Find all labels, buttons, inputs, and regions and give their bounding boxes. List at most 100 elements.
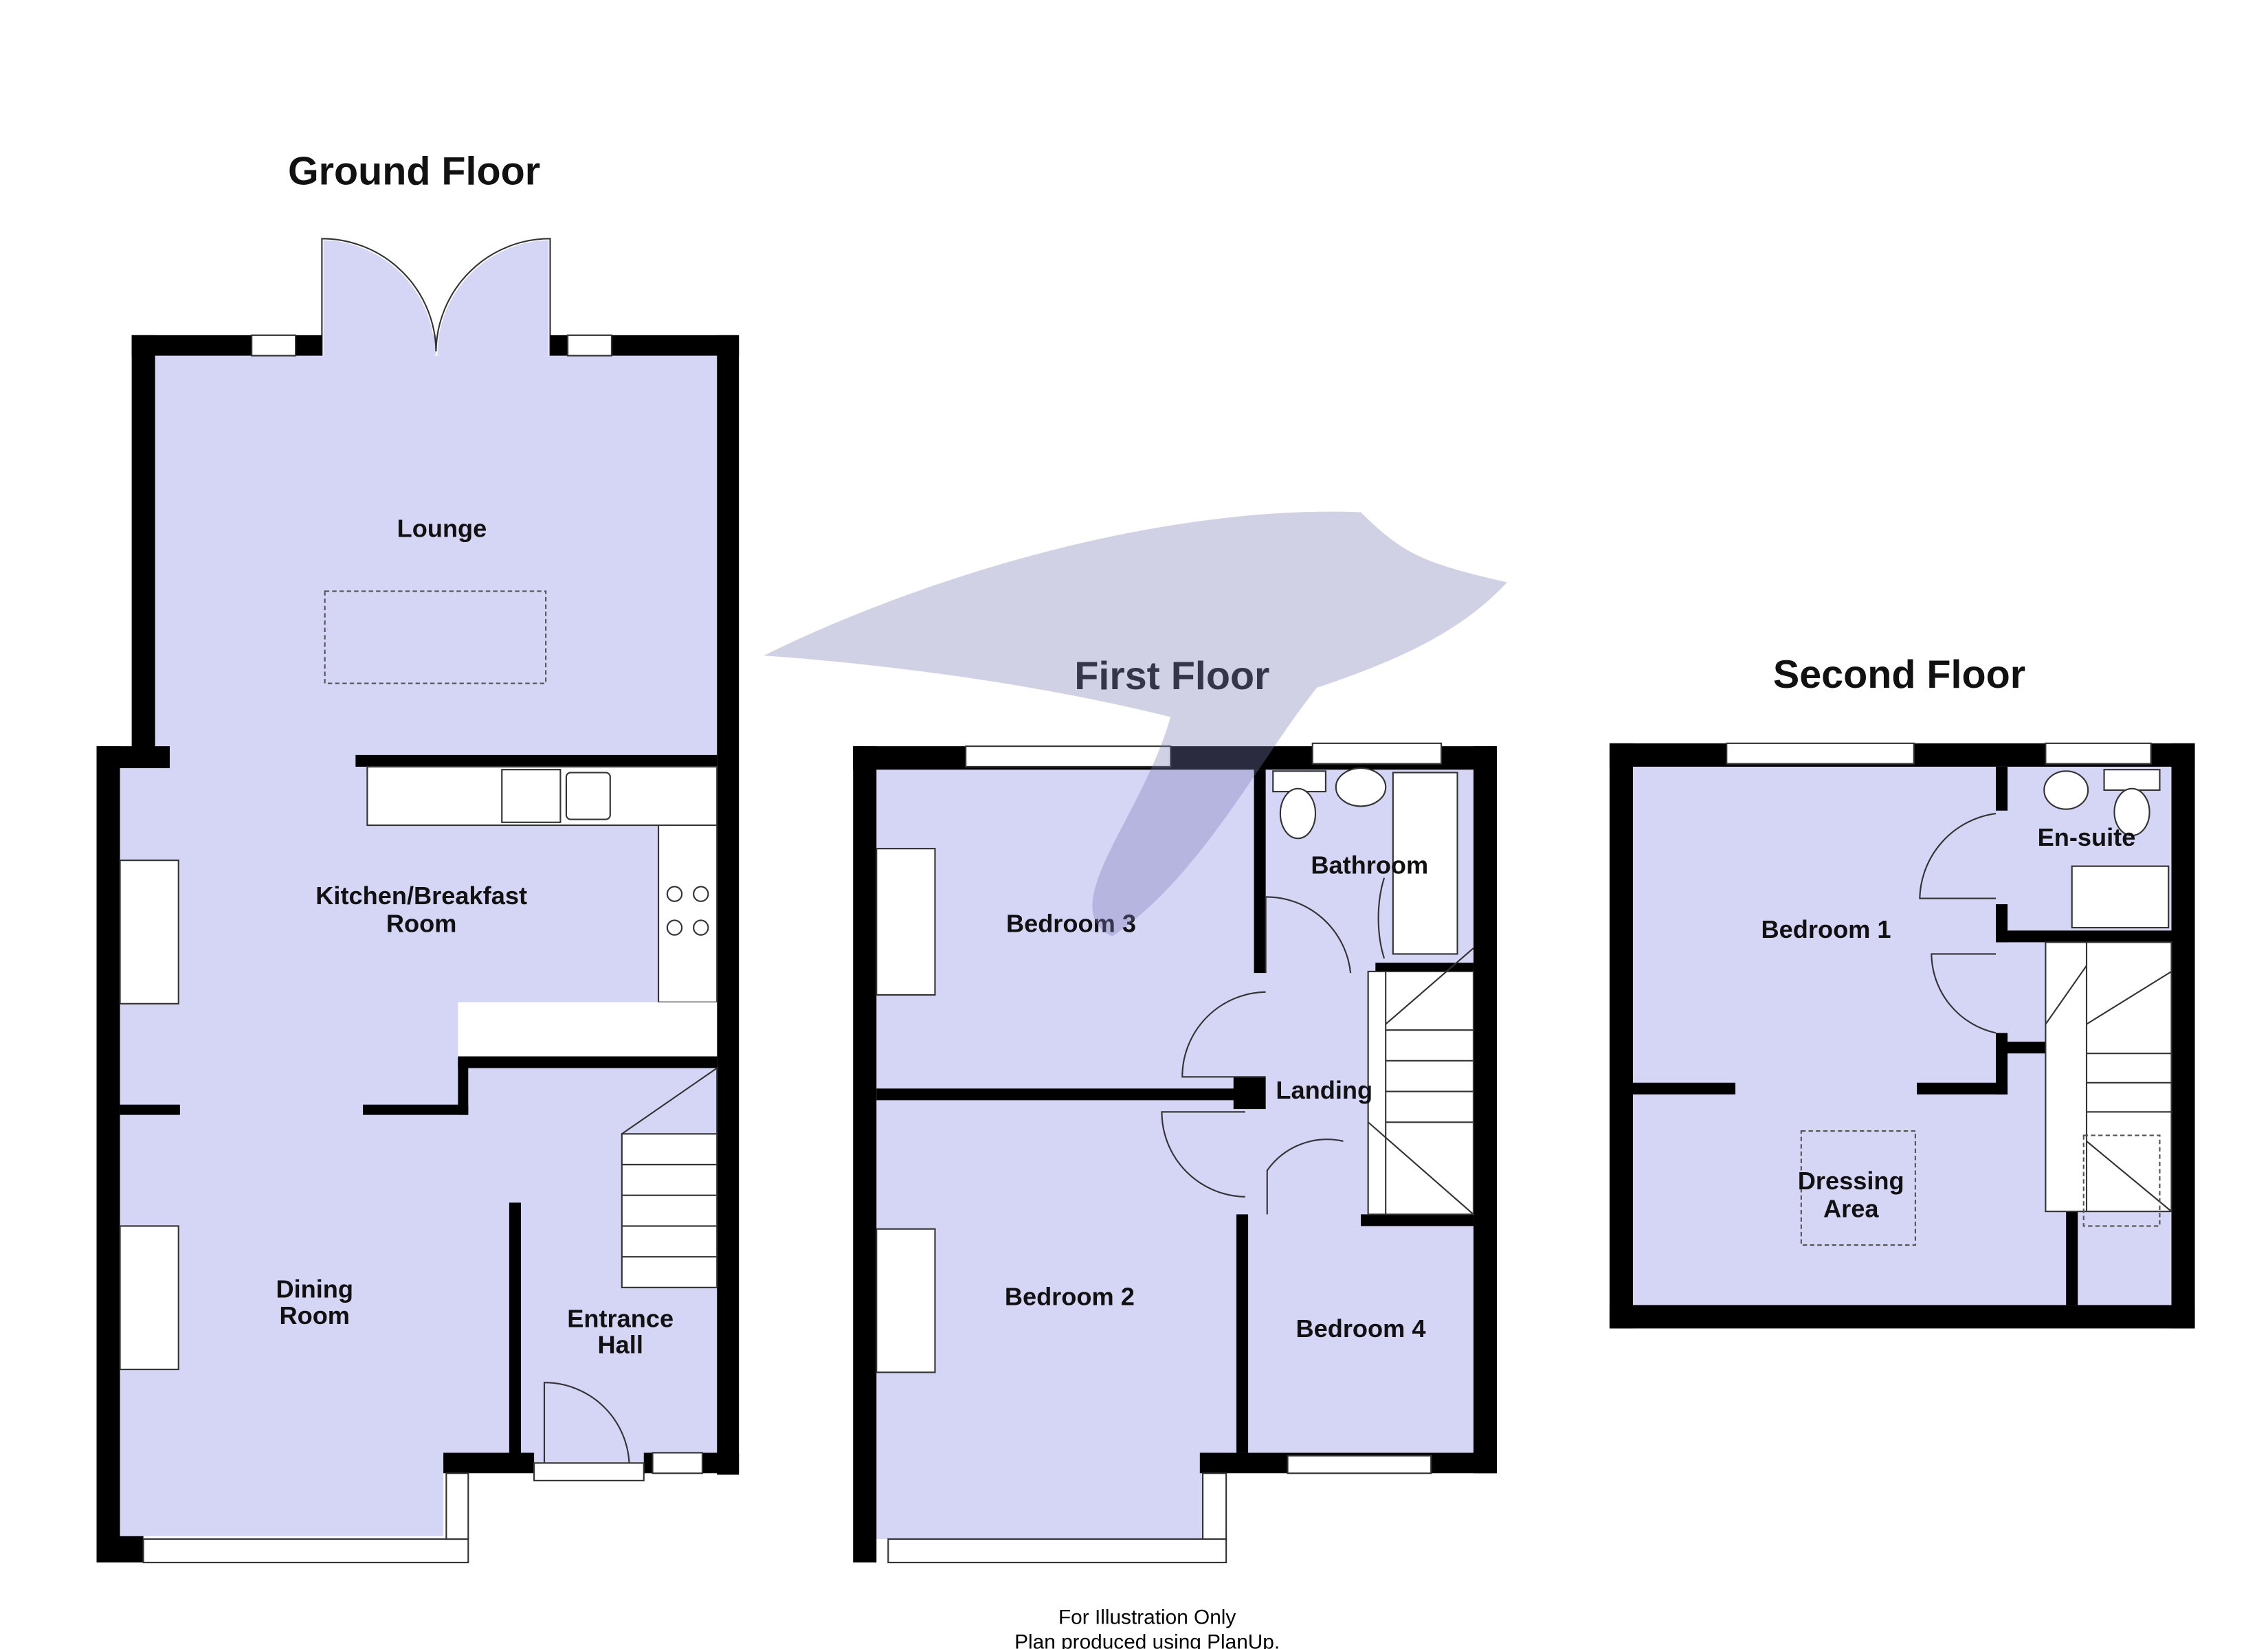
first-floor-title: First Floor [1074,654,1269,698]
room-label-lounge: Lounge [397,515,487,543]
door-swing [1266,1138,1344,1215]
front-door-threshold [533,1462,645,1481]
wall [458,1056,469,1115]
room-label-entrance: Entrance [567,1304,674,1332]
skylight [1800,1130,1916,1246]
wall [876,1088,1245,1101]
kitchen-floor-unlit [458,1002,718,1057]
wall [1473,746,1497,1474]
wall [131,335,155,761]
wall [1996,766,2008,811]
bay-window-side [1202,1472,1227,1540]
window [2045,742,2152,765]
second-floor-area [1633,766,2172,1305]
wall [458,1056,718,1068]
second-floor: Second Floor Bedroom 1 En-suite Dressing… [1609,653,2195,1329]
wall [717,335,740,1475]
skylight [324,590,547,684]
door-swing [1265,896,1352,974]
chimney-breast [876,1228,936,1373]
room-label-landing: Landing [1276,1076,1372,1104]
ground-floor: Ground Floor Lounge Kitchen/Breakfast Ro… [96,150,740,1564]
basin-icon [2043,770,2089,810]
sink-icon [565,772,611,820]
window [1287,1455,1432,1474]
wall [1233,1077,1266,1110]
door-swing [1931,953,1997,1034]
shower-screen [1377,877,1386,959]
window [1311,742,1443,765]
wall [509,1202,521,1456]
wall [1633,1082,1736,1095]
kitchen-worktop [658,824,718,1003]
wall [1236,1214,1249,1453]
chimney-breast [876,848,936,996]
first-floor: First Floor Bedroom 3 Bathroom Landing B… [853,654,1497,1564]
toilet-icon [2113,787,2150,837]
window [965,745,1172,767]
chimney-breast [119,860,179,1005]
bay-window [887,1538,1227,1564]
hob-icon [666,886,709,936]
wall [2171,743,2195,1329]
door-swing [1181,991,1266,1078]
drainer [501,769,562,823]
footer-credit: Plan produced using PlanUp. [1014,1631,1280,1649]
skylight [2082,1134,2161,1227]
bath-icon [1392,772,1458,955]
room-label-dining-2: Room [279,1301,350,1330]
door-swing [1919,812,1997,899]
ground-floor-area [120,355,718,1536]
room-label-bedroom-4: Bedroom 4 [1296,1314,1425,1343]
french-door-right [435,238,551,356]
bathroom-fittings [1272,767,1458,959]
toilet-icon [1279,787,1317,840]
wall [853,746,877,1563]
room-label-bathroom: Bathroom [1311,851,1428,879]
wall [1917,1082,2008,1095]
basin-icon [1335,767,1387,807]
staircase [2045,941,2172,1213]
room-label-area: Area [1823,1195,1879,1223]
window [567,334,612,357]
wall [1254,770,1266,974]
room-label-hall: Hall [598,1331,643,1359]
chimney-breast [119,1225,179,1371]
wall [1361,1214,1474,1226]
staircase [621,1066,718,1288]
wall [1609,1305,2195,1329]
wall [96,1536,144,1563]
room-label-en-suite: En-suite [2038,823,2136,851]
room-label-kitchen-2: Room [386,909,457,937]
front-door [543,1382,630,1463]
bay-window [142,1538,469,1564]
french-door-swing [323,240,549,356]
window [1726,742,1915,765]
wall [363,1104,469,1115]
wall [1609,743,1633,1329]
room-label-bedroom-1: Bedroom 1 [1761,915,1891,943]
wall [1375,963,1474,972]
room-label-dining: Dining [276,1275,353,1303]
room-label-dressing: Dressing [1798,1167,1904,1195]
room-label-bedroom-3: Bedroom 3 [1006,909,1136,937]
door-swing [1161,1111,1245,1198]
toilet-cistern [2103,769,2161,792]
staircase [1367,947,1474,1215]
second-floor-title: Second Floor [1773,653,2025,697]
shower-tray-icon [2071,865,2170,929]
wall [96,746,120,1558]
wall [443,1452,535,1474]
ensuite-fittings [2043,769,2170,929]
footer-disclaimer: For Illustration Only [1058,1606,1236,1629]
swallow-bird-logo-icon [764,511,1507,936]
window [652,1452,703,1474]
bay-window-side [445,1472,469,1540]
first-floor-area [876,770,1474,1540]
room-label-bedroom-2: Bedroom 2 [1005,1282,1135,1310]
window [251,334,297,357]
french-door-left [321,238,437,356]
room-label-kitchen: Kitchen/Breakfast [315,882,527,910]
wall [120,1104,180,1115]
